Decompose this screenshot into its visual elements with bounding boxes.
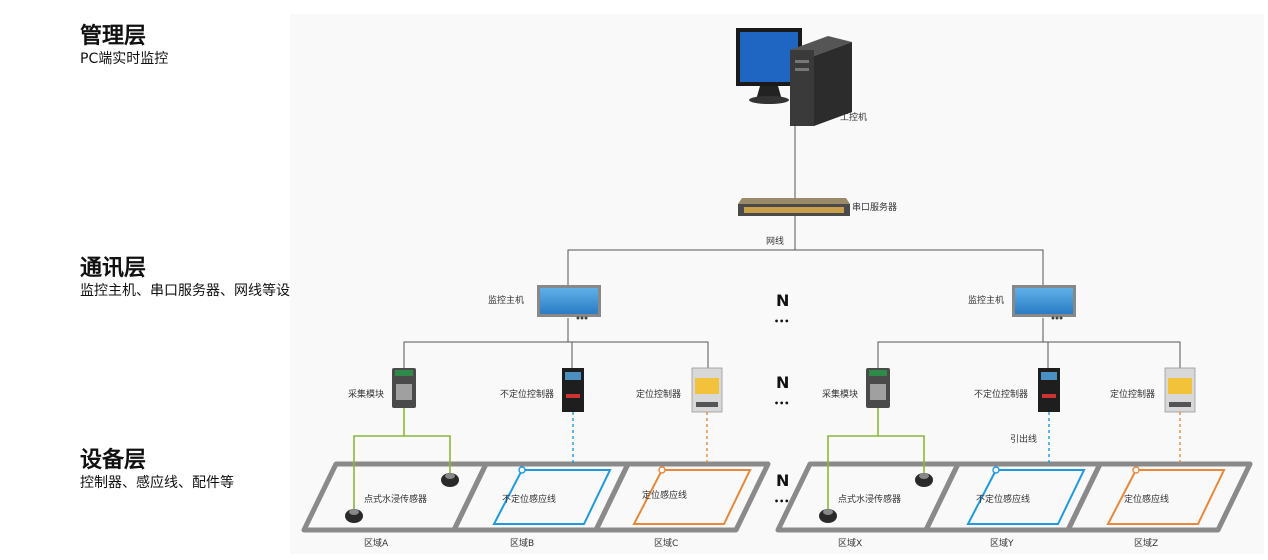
- ellipsis-marker: •••: [774, 317, 789, 326]
- unlocated-sensing-wire: [966, 469, 1086, 525]
- serial-server-label: 串口服务器: [852, 201, 897, 213]
- zone-label: 区域Z: [1134, 537, 1158, 549]
- monitoring-host-icon: [1012, 285, 1076, 320]
- spot-sensor-icon: [345, 509, 363, 523]
- device-layer: 设备层 控制器、感应线、配件等: [80, 448, 234, 492]
- serial-server-icon: [738, 198, 850, 216]
- device-layer-title: 设备层: [80, 448, 147, 473]
- management-layer-subtitle: PC端实时监控: [80, 51, 169, 67]
- spot-sensor-icon: [441, 473, 459, 487]
- ellipsis-marker: •••: [774, 497, 789, 506]
- n-marker: N: [776, 291, 789, 310]
- communication-layer-title: 通讯层: [80, 256, 147, 281]
- unlocated-controller-icon: [1038, 368, 1060, 412]
- collector-module-icon: [866, 368, 890, 408]
- unlocated-wire-label: 不定位感应线: [976, 493, 1030, 505]
- monitoring-host-label: 监控主机: [488, 294, 524, 306]
- network-cable-line: [567, 249, 1044, 285]
- unlocated-controller-label: 不定位控制器: [500, 388, 554, 400]
- zone-label: 区域B: [510, 537, 534, 549]
- unlocated-wire-label: 不定位感应线: [502, 493, 556, 505]
- industrial-pc-icon: [736, 28, 852, 126]
- device-layer-subtitle: 控制器、感应线、配件等: [80, 475, 234, 491]
- unlocated-sensing-wire: [492, 469, 612, 525]
- located-controller-label: 定位控制器: [636, 388, 681, 400]
- topology-diagram: 工控机 串口服务器 网线 监控主机 监控主机 N ••• N ••• N •••…: [301, 28, 1253, 549]
- located-controller-icon: [1164, 367, 1196, 413]
- zone-label: 区域A: [364, 537, 389, 549]
- controller-bus-line: [403, 341, 709, 368]
- zone-floor-c: [593, 461, 771, 533]
- zone-label: 区域Y: [990, 537, 1014, 549]
- located-sensing-wire: [1106, 469, 1226, 525]
- spot-sensor-icon: [915, 473, 933, 487]
- located-controller-icon: [691, 367, 723, 413]
- zone-label: 区域X: [838, 537, 862, 549]
- zone-floor-z: [1065, 461, 1253, 533]
- collector-module-label: 采集模块: [348, 388, 384, 400]
- monitoring-host-label: 监控主机: [968, 294, 1004, 306]
- n-marker: N: [776, 373, 789, 392]
- industrial-pc-label: 工控机: [840, 111, 867, 123]
- located-wire-label: 定位感应线: [642, 489, 687, 501]
- management-layer: 管理层 PC端实时监控: [80, 24, 168, 68]
- located-wire-label: 定位感应线: [1124, 493, 1169, 505]
- spot-sensor-label: 点式水浸传感器: [838, 493, 901, 505]
- network-cable-label: 网线: [766, 235, 784, 247]
- zone-label: 区域C: [654, 537, 678, 549]
- unlocated-controller-icon: [562, 368, 584, 412]
- spot-sensor-label: 点式水浸传感器: [364, 493, 427, 505]
- communication-layer: 通讯层 监控主机、串口服务器、网线等设备: [80, 256, 304, 300]
- located-sensing-wire: [632, 469, 752, 525]
- monitoring-host-icon: [537, 285, 601, 320]
- unlocated-controller-label: 不定位控制器: [974, 388, 1028, 400]
- communication-layer-subtitle: 监控主机、串口服务器、网线等设备: [80, 283, 304, 299]
- spot-sensor-icon: [819, 509, 837, 523]
- topology-canvas: 工控机 串口服务器 网线 监控主机 监控主机 N ••• N ••• N •••…: [290, 14, 1264, 554]
- controller-bus-line: [877, 341, 1181, 368]
- management-layer-title: 管理层: [80, 24, 147, 49]
- collector-module-label: 采集模块: [822, 388, 858, 400]
- located-controller-label: 定位控制器: [1110, 388, 1155, 400]
- lead-wire-label: 引出线: [1010, 433, 1037, 445]
- spot-sensor-wiring: [353, 408, 925, 512]
- ellipsis-marker: •••: [774, 399, 789, 408]
- collector-module-icon: [392, 368, 416, 408]
- n-marker: N: [776, 471, 789, 490]
